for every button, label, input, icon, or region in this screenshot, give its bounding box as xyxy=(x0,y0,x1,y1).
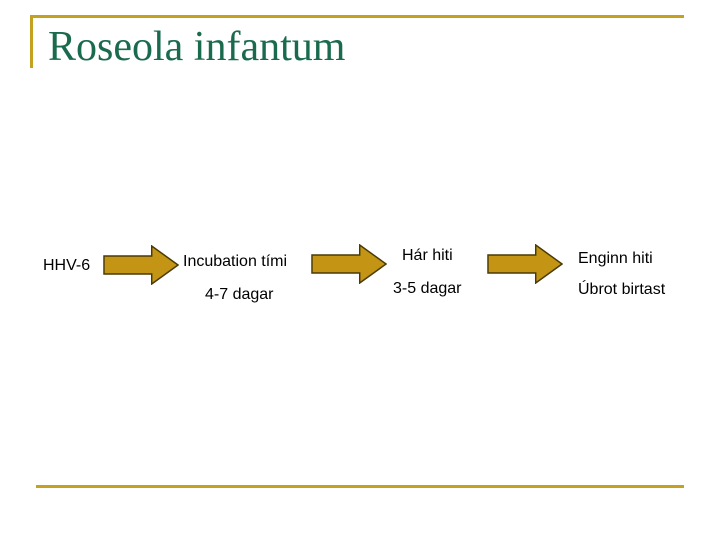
flow-arrow-icon xyxy=(103,245,179,285)
slide-title: Roseola infantum xyxy=(48,24,346,70)
flow-arrow-icon xyxy=(311,244,387,284)
flow-arrow-icon xyxy=(487,244,563,284)
stage-label-no-fever: Enginn hiti xyxy=(578,250,653,267)
title-accent-bar xyxy=(30,15,33,68)
top-border-line xyxy=(30,15,684,18)
stage-sublabel-rash-appears: Úbrot birtast xyxy=(578,281,666,298)
flow-start-label: HHV-6 xyxy=(43,257,91,274)
stage-sublabel-fever-duration: 3-5 dagar xyxy=(393,280,462,297)
stage-label-incubation: Incubation tími xyxy=(183,253,288,270)
stage-label-fever: Hár hiti xyxy=(402,247,453,264)
stage-sublabel-incubation-duration: 4-7 dagar xyxy=(205,286,274,303)
bottom-border-line xyxy=(36,485,684,488)
